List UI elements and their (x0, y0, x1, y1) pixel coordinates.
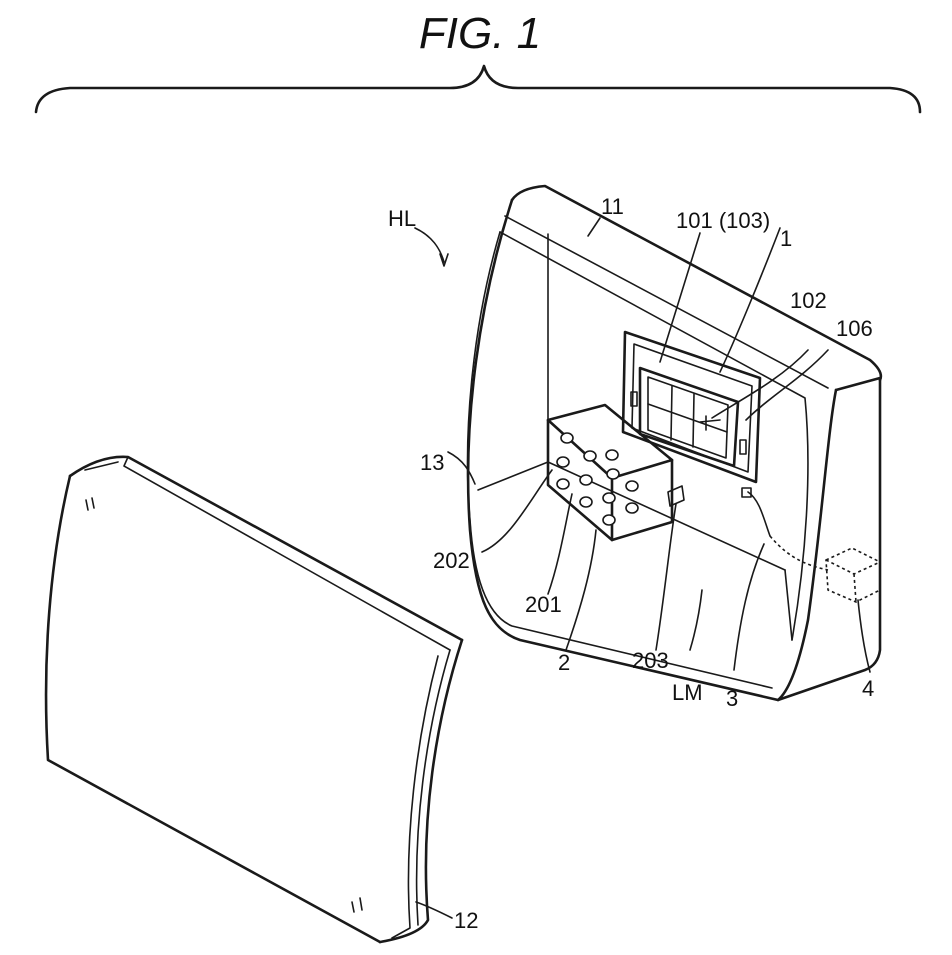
label-3: 3 (726, 686, 738, 711)
external-unit (825, 547, 881, 603)
label-2: 2 (558, 650, 570, 675)
leader-lines (414, 217, 871, 919)
label-101-103: 101 (103) (676, 208, 770, 233)
wiring-harness (741, 487, 829, 571)
label-201: 201 (525, 592, 562, 617)
label-202: 202 (433, 548, 470, 573)
label-1: 1 (780, 226, 792, 251)
label-12: 12 (454, 908, 478, 933)
figure-title: FIG. 1 (419, 9, 541, 58)
label-203: 203 (632, 648, 669, 673)
label-102: 102 (790, 288, 827, 313)
outer-lens (44, 455, 464, 944)
light-source-module (621, 330, 762, 484)
grouping-brace (34, 64, 922, 114)
label-4: 4 (862, 676, 874, 701)
label-lm: LM (672, 680, 703, 705)
control-unit (546, 403, 685, 542)
lamp-housing (466, 184, 883, 702)
label-13: 13 (420, 450, 444, 475)
label-106: 106 (836, 316, 873, 341)
label-hl: HL (388, 206, 416, 231)
label-11: 11 (601, 194, 624, 219)
